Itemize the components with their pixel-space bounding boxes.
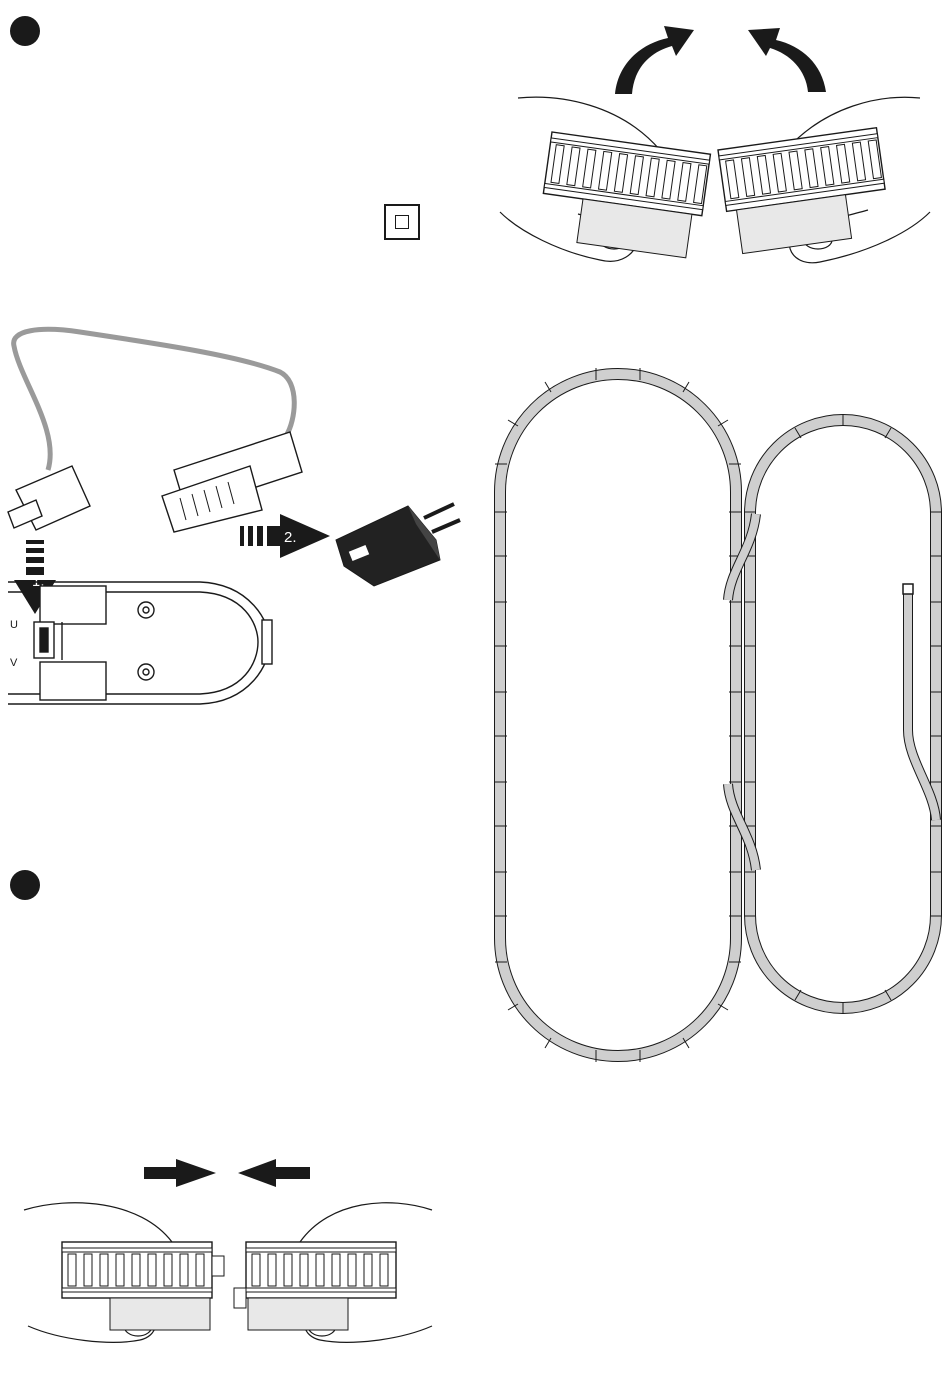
- track-piece-left: [62, 1242, 224, 1330]
- arrow-left-icon: [238, 1159, 310, 1187]
- track-piece-right: [234, 1242, 396, 1330]
- arrow-right-icon: [144, 1159, 216, 1187]
